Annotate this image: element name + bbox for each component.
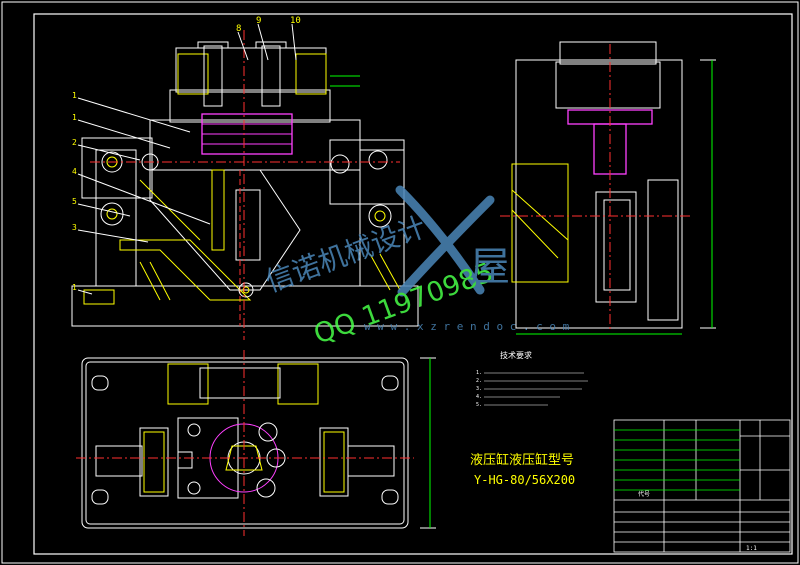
x-swoosh-logo-icon [395,185,495,297]
balloon-left-5: 5 [72,197,77,206]
balloon-left-4: 4 [72,167,77,176]
watermark-site: w w w . x z r e n d o c . c o m [364,320,570,333]
inner-frame [33,13,793,555]
balloons-left: 1 1 2 4 5 3 1 [72,91,211,295]
watermark-glyph: 屋 [470,244,510,290]
center-title-line2: Y-HG-80/56X200 [474,473,575,487]
tech-line-1: 1. [476,370,482,376]
title-block-code-label: 代号 [638,490,650,498]
side-view [500,41,716,335]
tech-line-2: 2. [476,378,482,384]
plan-view [76,350,436,536]
balloon-left-2: 1 [72,113,77,122]
tech-line-5: 5. [476,402,482,408]
balloons-top: 8 9 10 [236,16,301,61]
balloon-left-3: 2 [72,138,77,147]
tech-line-4: 4. [476,394,482,400]
title-block-scale: 1:1 [746,545,757,552]
balloon-8: 8 [236,24,241,34]
tech-line-3: 3. [476,386,482,392]
tech-requirements-title: 技术要求 [500,350,532,360]
center-title-line1: 液压缸液压缸型号 [470,452,574,468]
balloon-10: 10 [290,16,301,26]
title-block [613,419,791,553]
balloon-left-6: 3 [72,223,77,232]
front-view [71,30,419,340]
tech-requirements: 技术要求 1. 2. 3. 4. 5. [476,350,588,408]
balloon-left-7: 1 [72,283,77,292]
balloon-left-1: 1 [72,91,77,100]
balloon-9: 9 [256,16,261,26]
